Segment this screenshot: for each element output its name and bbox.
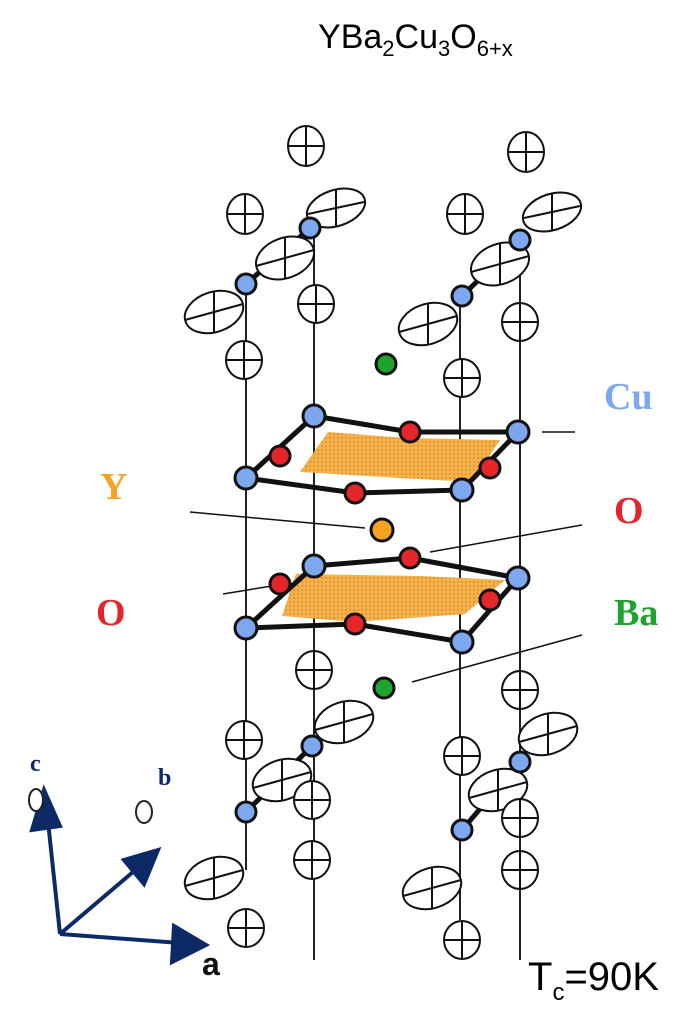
axis-label-b: b <box>158 765 172 791</box>
crystal-axes <box>28 784 211 966</box>
chemical-formula: YBa2Cu3O6+x <box>318 18 513 61</box>
critical-temperature: Tc=90K <box>528 955 659 1006</box>
label-o-left: O <box>96 592 126 634</box>
label-o-right: O <box>614 490 644 532</box>
thermal-ellipsoids <box>183 125 583 960</box>
label-cu: Cu <box>604 376 653 418</box>
axis-label-a: a <box>202 946 220 982</box>
lower-cuo2-plane <box>244 555 521 645</box>
o-atoms <box>268 420 502 636</box>
y-atom <box>369 517 395 543</box>
label-pointer-lines <box>189 431 583 683</box>
label-ba: Ba <box>614 592 659 634</box>
axis-label-c: c <box>30 751 41 777</box>
ba-atoms <box>372 352 398 700</box>
label-y: Y <box>100 466 128 508</box>
cu-atoms <box>233 216 532 842</box>
